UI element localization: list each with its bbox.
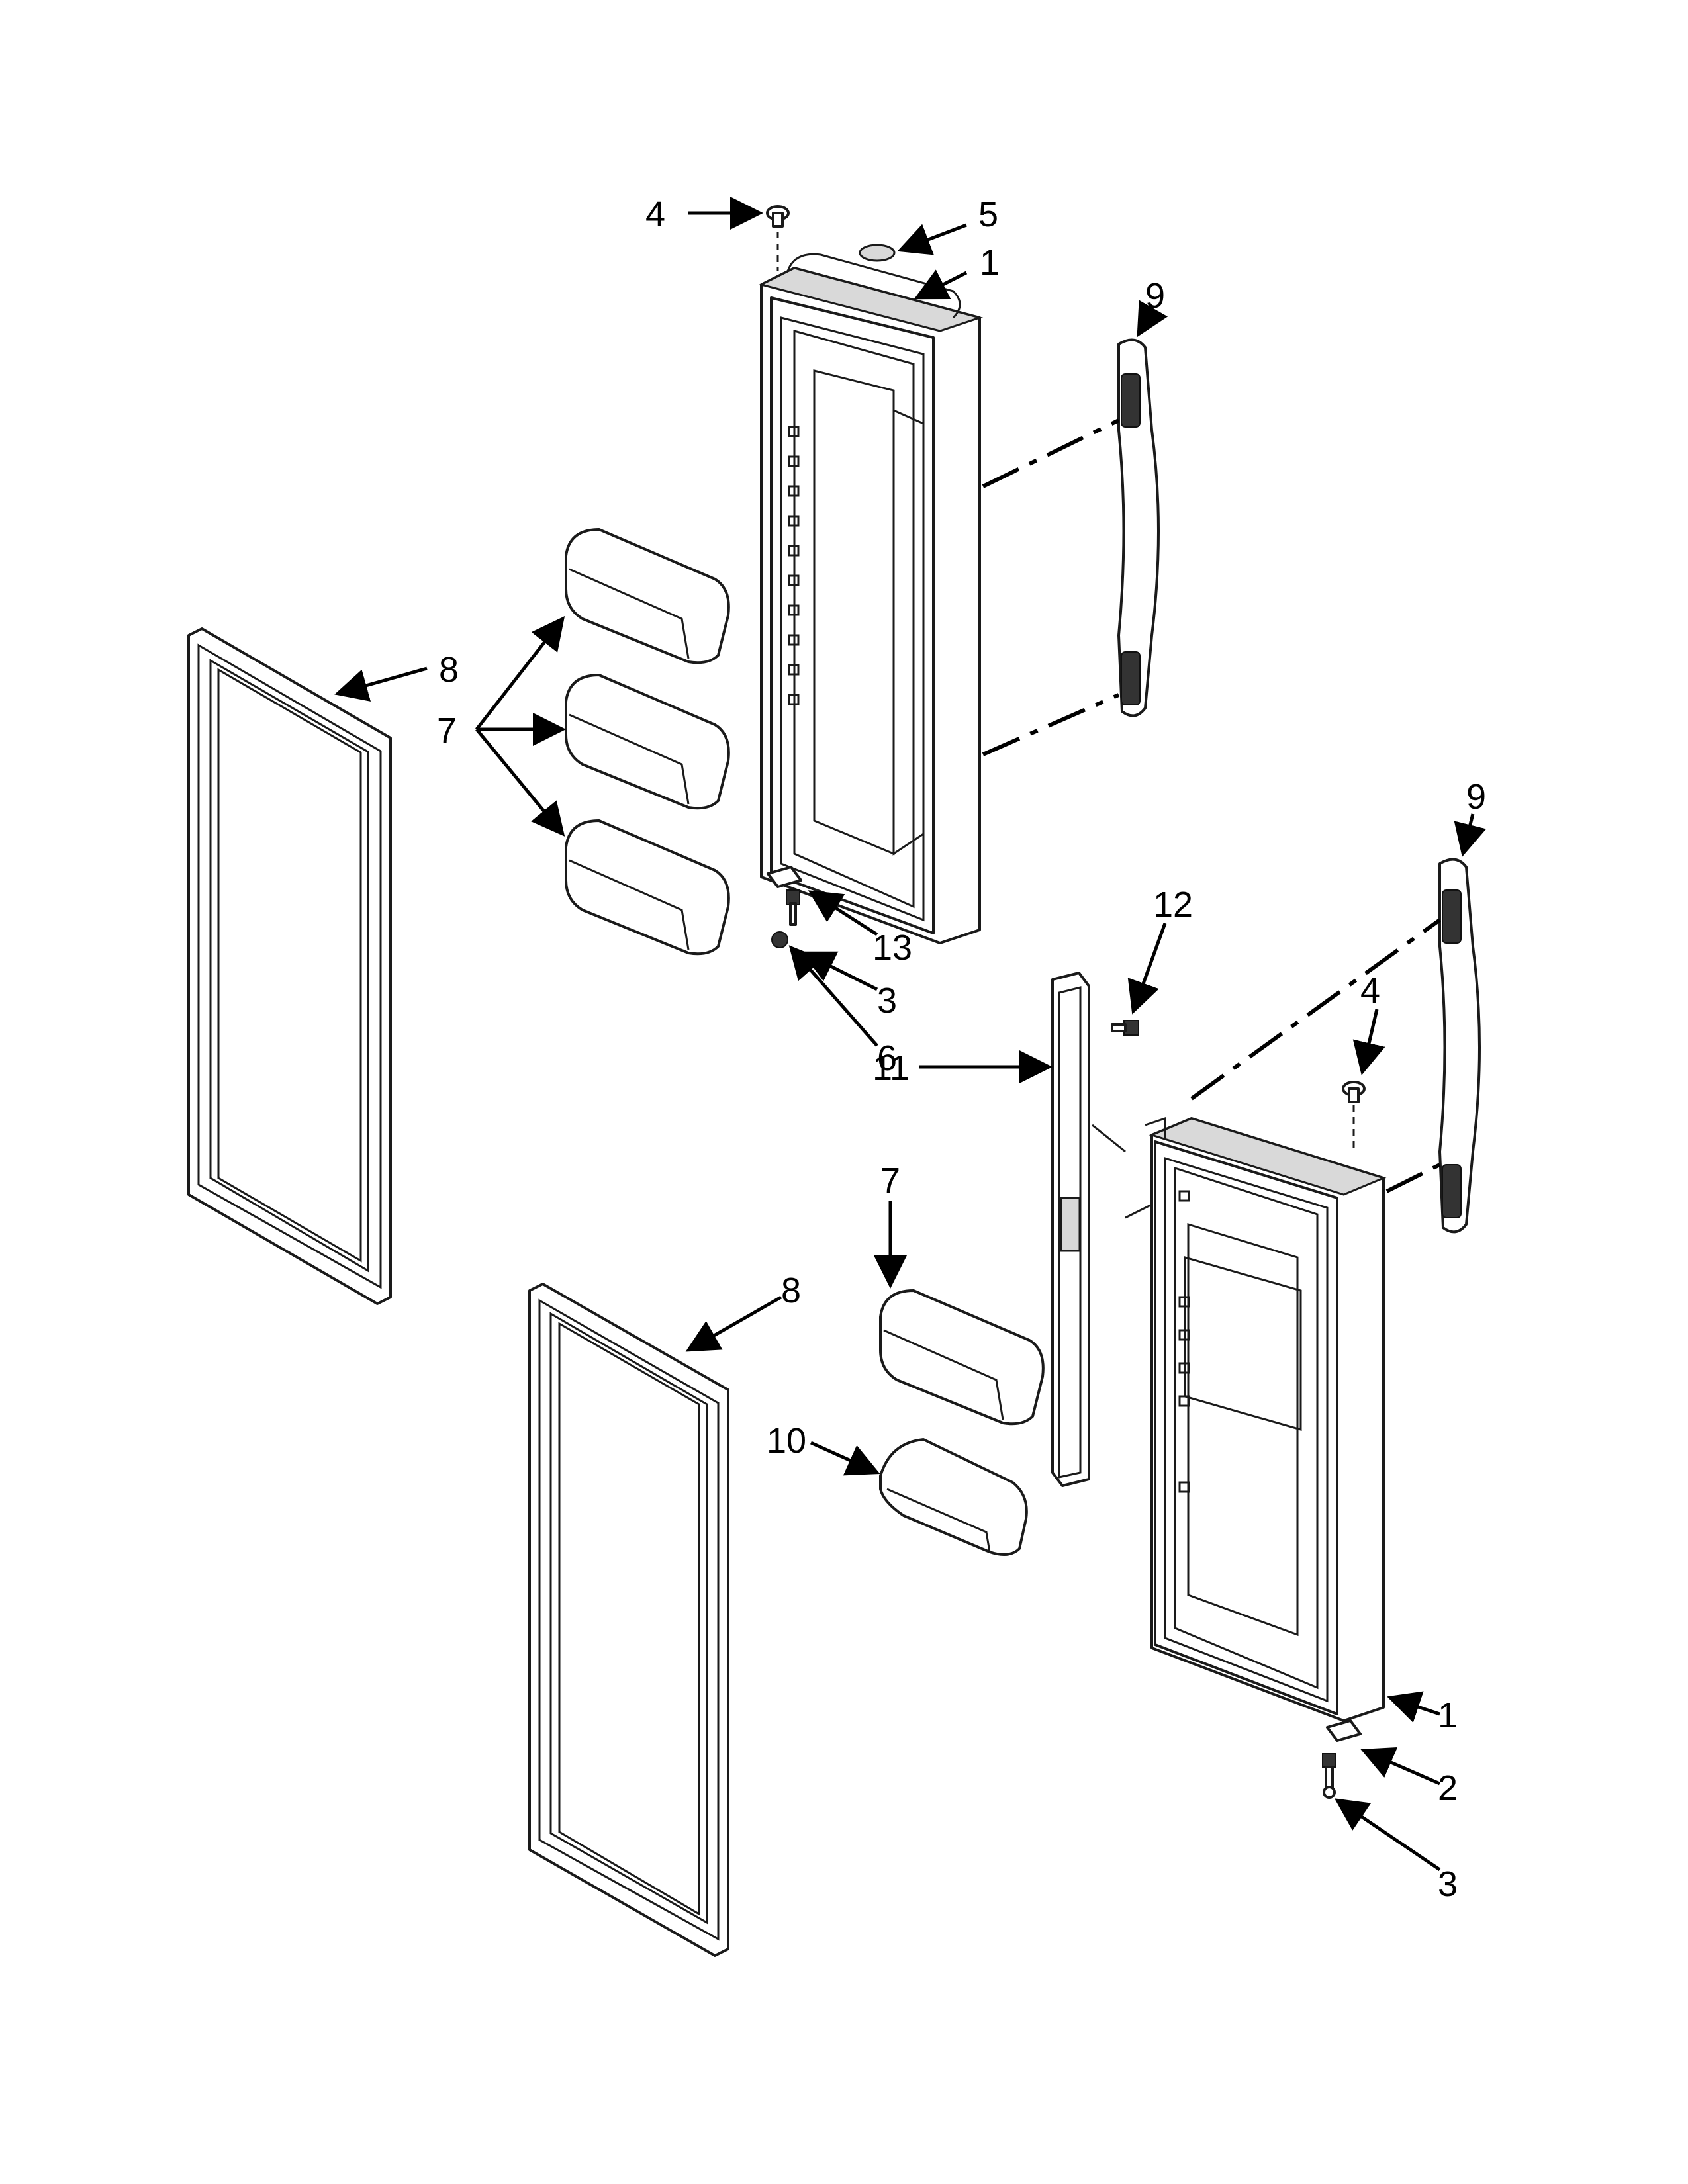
shelf-pegs-right-door (1178, 1190, 1190, 1493)
callout-7-left: 7 (437, 711, 457, 751)
shelf-pegs-left-door (788, 426, 800, 705)
door-gasket-middle (528, 1283, 729, 1957)
callout-1-top: 1 (980, 243, 1000, 283)
handle-alignment-line-upper-top (982, 418, 1120, 488)
hinge-plug-top (766, 205, 790, 271)
door-bin-1 (565, 528, 730, 883)
handle-alignment-line-upper-bottom (982, 693, 1120, 756)
leader-lines (334, 197, 1487, 1872)
callout-9-top: 9 (1145, 276, 1165, 316)
callout-8-mid: 8 (781, 1271, 801, 1310)
bottom-hinge-hardware-right (1322, 1719, 1362, 1799)
hinge-channel (1051, 972, 1152, 1487)
callout-3-bottom: 3 (1438, 1864, 1458, 1904)
hinge-cover-top (859, 244, 896, 262)
hinge-screw-12 (1111, 1020, 1139, 1036)
callout-7-mid: 7 (880, 1161, 900, 1201)
callout-12: 12 (1153, 885, 1193, 925)
callout-6: 6 (877, 1038, 897, 1078)
callout-4-top: 4 (645, 195, 665, 234)
door-handle-right (1438, 858, 1481, 1234)
bottom-hinge-hardware-left (767, 866, 802, 948)
callout-11: 11 (872, 1048, 910, 1088)
handle-alignment-line-right-top (1190, 918, 1441, 1101)
callout-4-right: 4 (1360, 971, 1380, 1011)
door-bin-4 (879, 1289, 1045, 1426)
door-bin-3 (565, 819, 730, 956)
callout-5-top: 5 (978, 195, 998, 234)
refrigerator-door-right (1145, 1116, 1387, 1722)
door-gasket-left (187, 627, 392, 1305)
callout-9-right: 9 (1466, 777, 1486, 817)
refrigerator-door-left (758, 253, 984, 944)
handle-alignment-line-right-bottom (1385, 1163, 1441, 1193)
door-bin-small (879, 1438, 1028, 1556)
hinge-plug-right (1342, 1081, 1366, 1148)
door-bin-2 (565, 674, 730, 810)
callout-3-mid: 3 (877, 981, 897, 1021)
callout-13: 13 (872, 928, 912, 968)
callout-10: 10 (767, 1421, 806, 1461)
callout-1-bottom: 1 (1438, 1696, 1458, 1735)
door-handle-top (1117, 338, 1160, 717)
callout-8-left: 8 (439, 650, 459, 690)
callout-2: 2 (1438, 1768, 1458, 1808)
